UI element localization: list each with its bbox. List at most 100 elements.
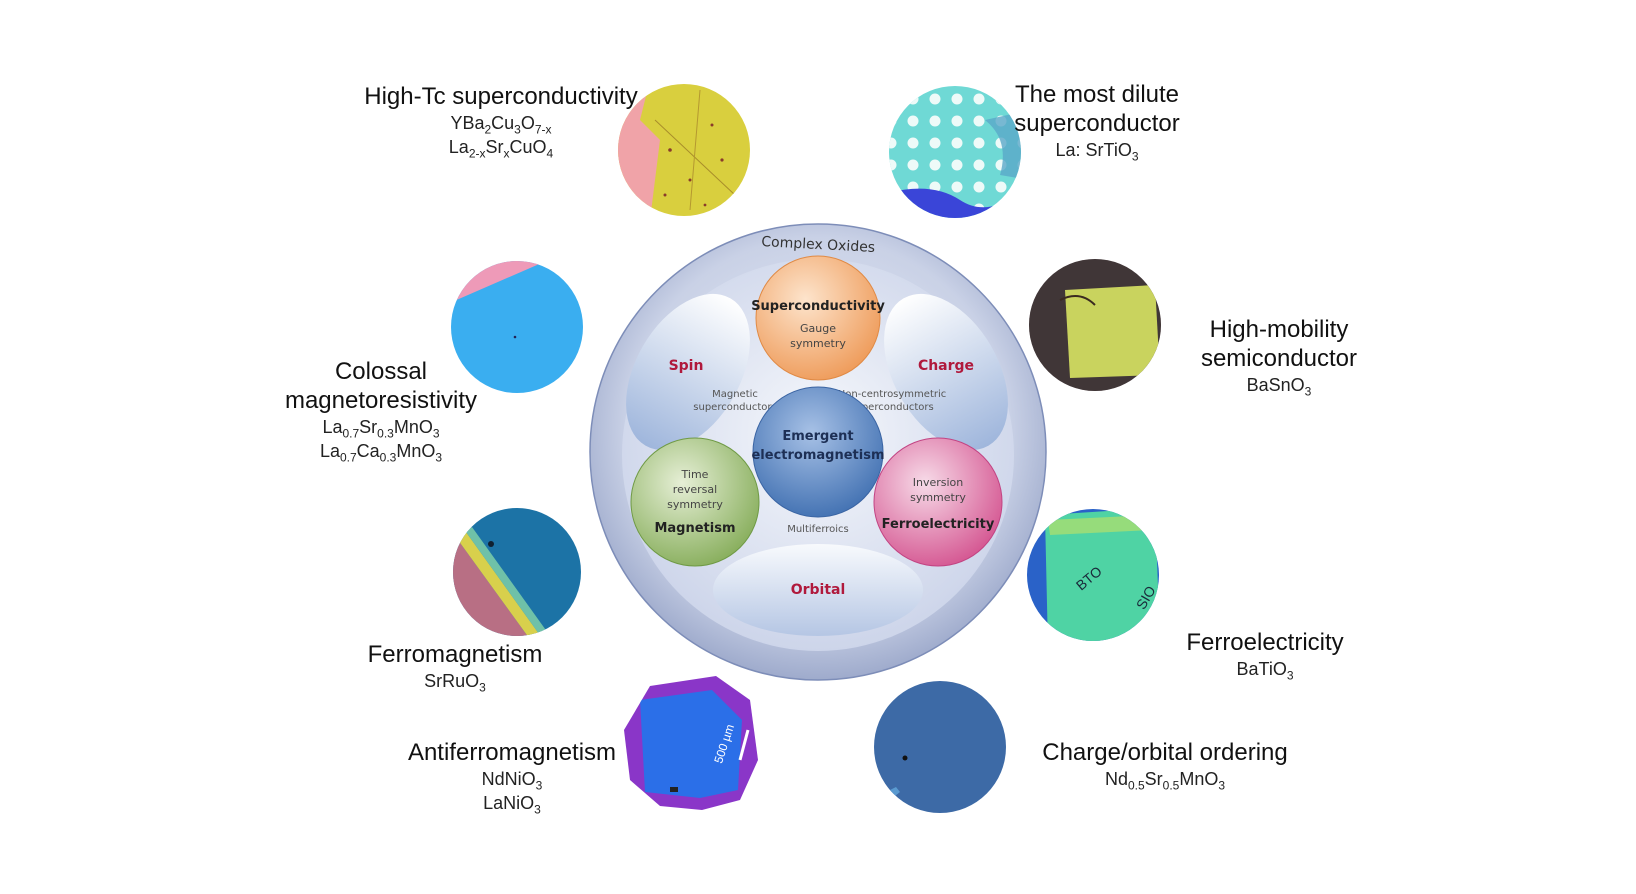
charge-label: Charge (918, 358, 974, 374)
label-mobility-title-2: semiconductor (1200, 345, 1358, 372)
formula-subscript: 0.3 (377, 426, 394, 441)
ferroelectricity-bubble (873, 437, 1003, 567)
formula-text: YBa (450, 113, 485, 133)
formula-text: BaTiO (1236, 659, 1287, 679)
emergent-bubble (752, 386, 884, 518)
label-mobility: High-mobility semiconductor BaSnO3 (1184, 315, 1374, 399)
formula-subscript: 0.5 (1162, 778, 1180, 793)
label-dilute-title-1: The most dilute (1014, 81, 1180, 108)
label-ferroel-title: Ferroelectricity (1186, 629, 1344, 656)
formula-subscript: 3 (534, 802, 541, 817)
emergent-line2: electromagnetism (751, 448, 884, 463)
formula-subscript: 0.5 (1127, 778, 1145, 793)
formula-text: SrRuO (424, 671, 480, 691)
formula-text: Cu (491, 113, 515, 133)
label-chargeorb-formula-1: Nd0.5Sr0.5MnO3 (1035, 767, 1295, 793)
ferroelectricity-sub1: Inversion (913, 476, 964, 489)
formula-text: Sr (359, 417, 378, 437)
label-mobility-title-1: High-mobility (1209, 316, 1349, 343)
formula-text: MnO (1179, 769, 1219, 789)
formula-subscript: 4 (546, 146, 554, 161)
label-colossal: Colossal magnetoresistivity La0.7Sr0.3Mn… (278, 357, 484, 465)
formula-subscript: 0.3 (379, 450, 397, 465)
formula-subscript: 7-x (534, 122, 552, 137)
label-high-tc: High-Tc superconductivity YBa2Cu3O7-x La… (362, 82, 640, 161)
magnetism-sub1: Time (681, 468, 709, 481)
noncentro-line2: superconductors (850, 402, 933, 413)
label-colossal-title-1: Colossal (334, 358, 428, 385)
formula-subscript: 3 (435, 450, 443, 465)
charge-lobe (884, 293, 1008, 451)
formula-text: BaSnO (1246, 375, 1305, 395)
formula-subscript: 3 (1286, 668, 1294, 683)
formula-text: La (319, 441, 340, 461)
formula-text: MnO (396, 441, 436, 461)
label-high-tc-title: High-Tc superconductivity (364, 83, 638, 110)
multiferroics-label: Multiferroics (787, 524, 849, 535)
formula-text: Sr (1144, 769, 1163, 789)
micrograph-ndsrmno3 (874, 681, 1006, 813)
central-hub: Complex Oxides Spin Charge Orbital Magne… (589, 223, 1047, 681)
micrograph-srruo3 (453, 508, 581, 636)
formula-subscript: 3 (535, 778, 543, 793)
magnetism-sub2: reversal (673, 483, 717, 496)
micrograph-batio3: BTO SIO (1027, 509, 1159, 641)
complex-oxides-title: Complex Oxides (761, 234, 876, 256)
ferroelectricity-sub2: symmetry (910, 491, 966, 504)
label-colossal-formula-1: La0.7Sr0.3MnO3 (278, 415, 484, 441)
label-ferromag-formula-1: SrRuO3 (355, 669, 555, 695)
formula-text: La (322, 417, 343, 437)
formula-subscript: 3 (1131, 149, 1139, 164)
formula-text: O (520, 113, 535, 133)
formula-text: CuO (509, 137, 547, 157)
label-ferromag: Ferromagnetism SrRuO3 (355, 640, 555, 695)
label-antiferro: Antiferromagnetism NdNiO3 LaNiO3 (402, 738, 622, 817)
formula-subscript: 3 (479, 680, 486, 695)
superconductivity-bubble (755, 255, 881, 381)
micrograph-nickelates: 500 µm (624, 676, 758, 810)
formula-subscript: 0.7 (339, 450, 357, 465)
magnetic-sc-line2: superconductors (693, 402, 776, 413)
micrograph-basno3 (1029, 259, 1161, 391)
ferroelectricity-title: Ferroelectricity (882, 517, 995, 532)
spin-lobe (626, 293, 750, 451)
formula-text: Nd (1104, 769, 1128, 789)
formula-subscript: 0.7 (342, 426, 360, 441)
formula-subscript: 3 (432, 426, 440, 441)
label-mobility-formula-1: BaSnO3 (1184, 373, 1374, 399)
magnetism-bubble (630, 437, 760, 567)
label-ferroel: Ferroelectricity BaTiO3 (1165, 628, 1365, 683)
magnetic-sc-line1: Magnetic (712, 389, 758, 400)
formula-text: Ca (356, 441, 380, 461)
gauge-line1: Gauge (800, 322, 836, 335)
label-high-tc-formula-1: YBa2Cu3O7-x (362, 111, 640, 137)
formula-subscript: 3 (1304, 384, 1312, 399)
superconductivity-title: Superconductivity (751, 299, 885, 314)
formula-text: MnO (393, 417, 433, 437)
label-antiferro-formula-1: NdNiO3 (402, 767, 622, 793)
formula-subscript: 2 (484, 122, 492, 137)
label-antiferro-title: Antiferromagnetism (407, 739, 617, 766)
label-colossal-formula-2: La0.7Ca0.3MnO3 (278, 439, 484, 465)
orbital-lobe (713, 544, 923, 636)
formula-text: La: SrTiO (1055, 140, 1132, 160)
formula-subscript: 3 (1218, 778, 1226, 793)
label-chargeorb-title: Charge/orbital ordering (1042, 739, 1288, 766)
label-chargeorb: Charge/orbital ordering Nd0.5Sr0.5MnO3 (1035, 738, 1295, 793)
formula-subscript: 3 (514, 122, 521, 137)
magnetism-sub3: symmetry (667, 498, 723, 511)
magnetism-title: Magnetism (654, 521, 735, 536)
label-dilute-title-2: superconductor (1014, 110, 1180, 137)
formula-subscript: x (503, 146, 510, 161)
micrograph-colossal-mr (451, 261, 583, 393)
spin-label: Spin (669, 358, 704, 374)
label-ferroel-formula-1: BaTiO3 (1165, 657, 1365, 683)
formula-subscript: 2-x (468, 146, 486, 161)
label-antiferro-formula-2: LaNiO3 (402, 791, 622, 817)
formula-text: Sr (485, 137, 504, 157)
emergent-line1: Emergent (782, 429, 853, 444)
label-high-tc-formula-2: La2-xSrxCuO4 (362, 135, 640, 161)
label-colossal-title-2: magnetoresistivity (284, 387, 478, 414)
noncentro-line1: Non-centrosymmetric (838, 389, 947, 400)
